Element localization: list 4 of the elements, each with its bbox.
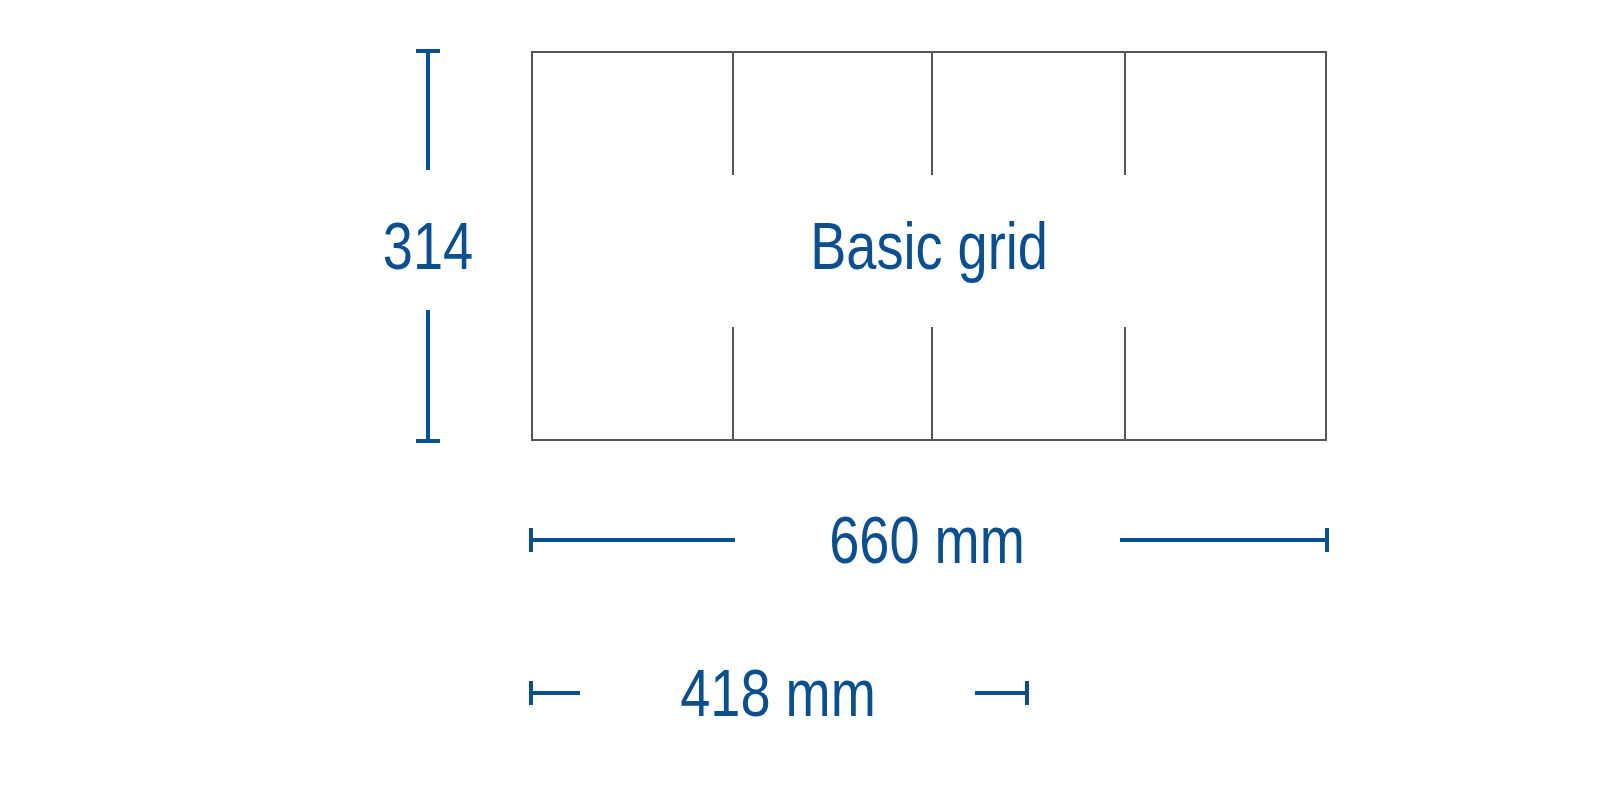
dimension-label: 314 xyxy=(382,213,474,279)
dimension-label: 660 mm xyxy=(829,507,1025,573)
dimension-label: 418 mm xyxy=(680,660,876,726)
grid-panel xyxy=(531,51,1327,441)
